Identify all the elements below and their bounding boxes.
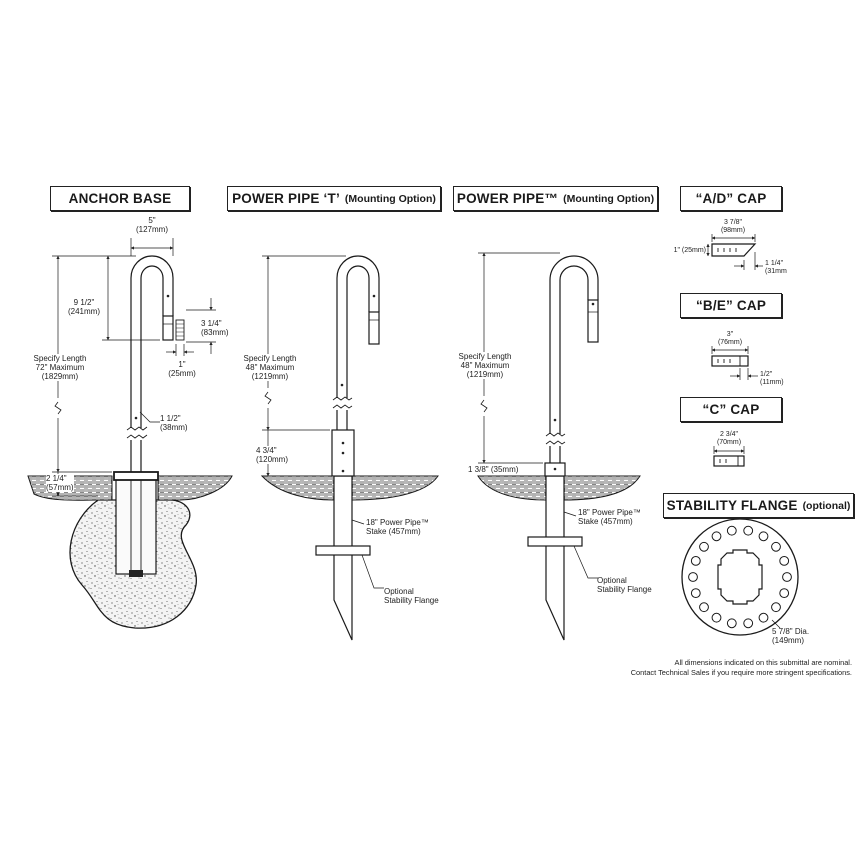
nominal-dimensions-note: All dimensions indicated on this submitt… (630, 658, 852, 677)
ad-tip-label: 1 1/4" (31mm (765, 260, 787, 275)
anchor-width-label: 5" (127mm) (135, 216, 169, 234)
p-length-label: Specify Length 48" Maximum (1219mm) (458, 352, 512, 379)
pipe-t-spout (368, 311, 380, 345)
be-length-label: 3" (76mm) (717, 331, 743, 346)
p-stake-label: 18" Power Pipe™ Stake (457mm) (578, 508, 641, 526)
flange-bolt-hole (743, 618, 754, 629)
anchor-spout-tip (162, 315, 174, 341)
anchor-spout-dot (166, 294, 170, 298)
soil-p-right (563, 475, 641, 501)
stake-p (545, 475, 565, 641)
flange-bolt-hole (771, 602, 781, 613)
leader-p-stake (563, 511, 577, 517)
c-cap-title: “C” CAP (680, 397, 782, 422)
flange-bolt-hole (743, 525, 754, 536)
t-coupler-label: 4 3/4" (120mm) (256, 446, 289, 464)
soil-p-left (477, 475, 547, 501)
c-cap-drawing (713, 446, 745, 467)
pipe-t (336, 255, 380, 430)
flange-bolt-hole (726, 618, 737, 629)
leader-t-flange (361, 554, 384, 589)
soil-t-left (260, 475, 335, 501)
t-length-label: Specify Length 48" Maximum (1219mm) (243, 354, 297, 381)
anchor-sleeve (115, 475, 157, 575)
leader-flange-dia (771, 619, 781, 629)
stability-flange-title: STABILITY FLANGE (optional) (663, 493, 854, 518)
flange-holes (688, 525, 792, 629)
c-cap-body (713, 455, 745, 467)
t-stake-label: 18" Power Pipe™ Stake (457mm) (366, 518, 429, 536)
stake-t (333, 475, 353, 641)
pipe-p (549, 255, 599, 463)
anchor-pipe (130, 255, 174, 472)
flange-bolt-hole (779, 556, 790, 566)
leader-pipe-dia (139, 411, 160, 423)
ad-cap-title: “A/D” CAP (680, 186, 782, 211)
leader-t-stake (351, 519, 365, 525)
pipe-t-break (332, 396, 353, 409)
power-pipe-t-title: POWER PIPE ‘T’ (Mounting Option) (227, 186, 441, 211)
anchor-tip-label: 3 1/4" (83mm) (201, 319, 229, 337)
soil-t-right (351, 475, 439, 501)
t-flange-label: Optional Stability Flange (384, 587, 439, 605)
t-dot-2 (341, 451, 345, 455)
anchor-tip-hatch (176, 323, 184, 337)
anchor-base-drawing (27, 238, 233, 629)
be-cap-drawing (711, 346, 758, 380)
ad-cap-drawing (706, 234, 763, 270)
flange-bolt-hole (688, 572, 698, 582)
ad-height-label: 1" (25mm) (673, 247, 706, 254)
p-flange-label: Optional Stability Flange (597, 576, 652, 594)
p-collar-label: 1 3/8" (35mm) (468, 465, 519, 474)
anchor-pipe-break (126, 426, 148, 439)
flange-bolt-hole (758, 531, 769, 542)
anchor-tip-width-label: 1" (25mm) (168, 360, 196, 378)
t-dot-3 (341, 469, 345, 473)
flange-bolt-hole (779, 588, 790, 598)
anchor-gooseneck-label: 9 1/2" (241mm) (67, 298, 101, 316)
anchor-tip-detail (175, 319, 185, 341)
flange-p (527, 536, 583, 547)
flange-bolt-hole (711, 612, 722, 623)
be-cap-title: “B/E” CAP (680, 293, 782, 318)
power-pipe-drawing (477, 252, 641, 641)
flange-center-cutout (717, 549, 763, 605)
ad-length-label: 3 7/8" (98mm) (720, 219, 746, 234)
flange-bolt-hole (690, 588, 701, 598)
pipe-p-spout (587, 299, 599, 343)
anchor-length-label: Specify Length 72" Maximum (1829mm) (33, 354, 87, 381)
flange-bolt-hole (758, 612, 769, 623)
soil-right (157, 475, 233, 501)
flange-bolt-hole (782, 572, 792, 582)
be-tip-label: 1/2" (11mm) (760, 371, 784, 386)
flange-bolt-hole (726, 525, 737, 536)
anchor-pipe-dot (134, 416, 138, 420)
flange-dia-label: 5 7/8" Dia. (149mm) (772, 627, 810, 645)
c-length-label: 2 3/4" (70mm) (716, 431, 742, 446)
flange-bolt-hole (699, 602, 709, 613)
anchor-base-label: 2 1/4" (57mm) (46, 474, 74, 492)
anchor-base-title: ANCHOR BASE (50, 186, 190, 211)
pipe-p-break (545, 432, 566, 445)
flange-bolt-hole (699, 541, 709, 552)
flange-t (315, 545, 371, 556)
power-pipe-title: POWER PIPE™ (Mounting Option) (453, 186, 658, 211)
flange-bolt-hole (771, 541, 781, 552)
stability-flange-drawing (681, 518, 799, 636)
flange-bolt-hole (690, 556, 701, 566)
ad-cap-body (711, 243, 757, 257)
anchor-foot (129, 570, 143, 577)
t-dot-1 (341, 441, 345, 445)
flange-bolt-hole (711, 531, 722, 542)
power-pipe-t-drawing (260, 255, 439, 641)
anchor-collar (113, 471, 159, 481)
flange-outer-ring (681, 518, 799, 636)
anchor-pipe-label: 1 1/2" (38mm) (160, 414, 188, 432)
leader-p-flange (573, 545, 598, 579)
